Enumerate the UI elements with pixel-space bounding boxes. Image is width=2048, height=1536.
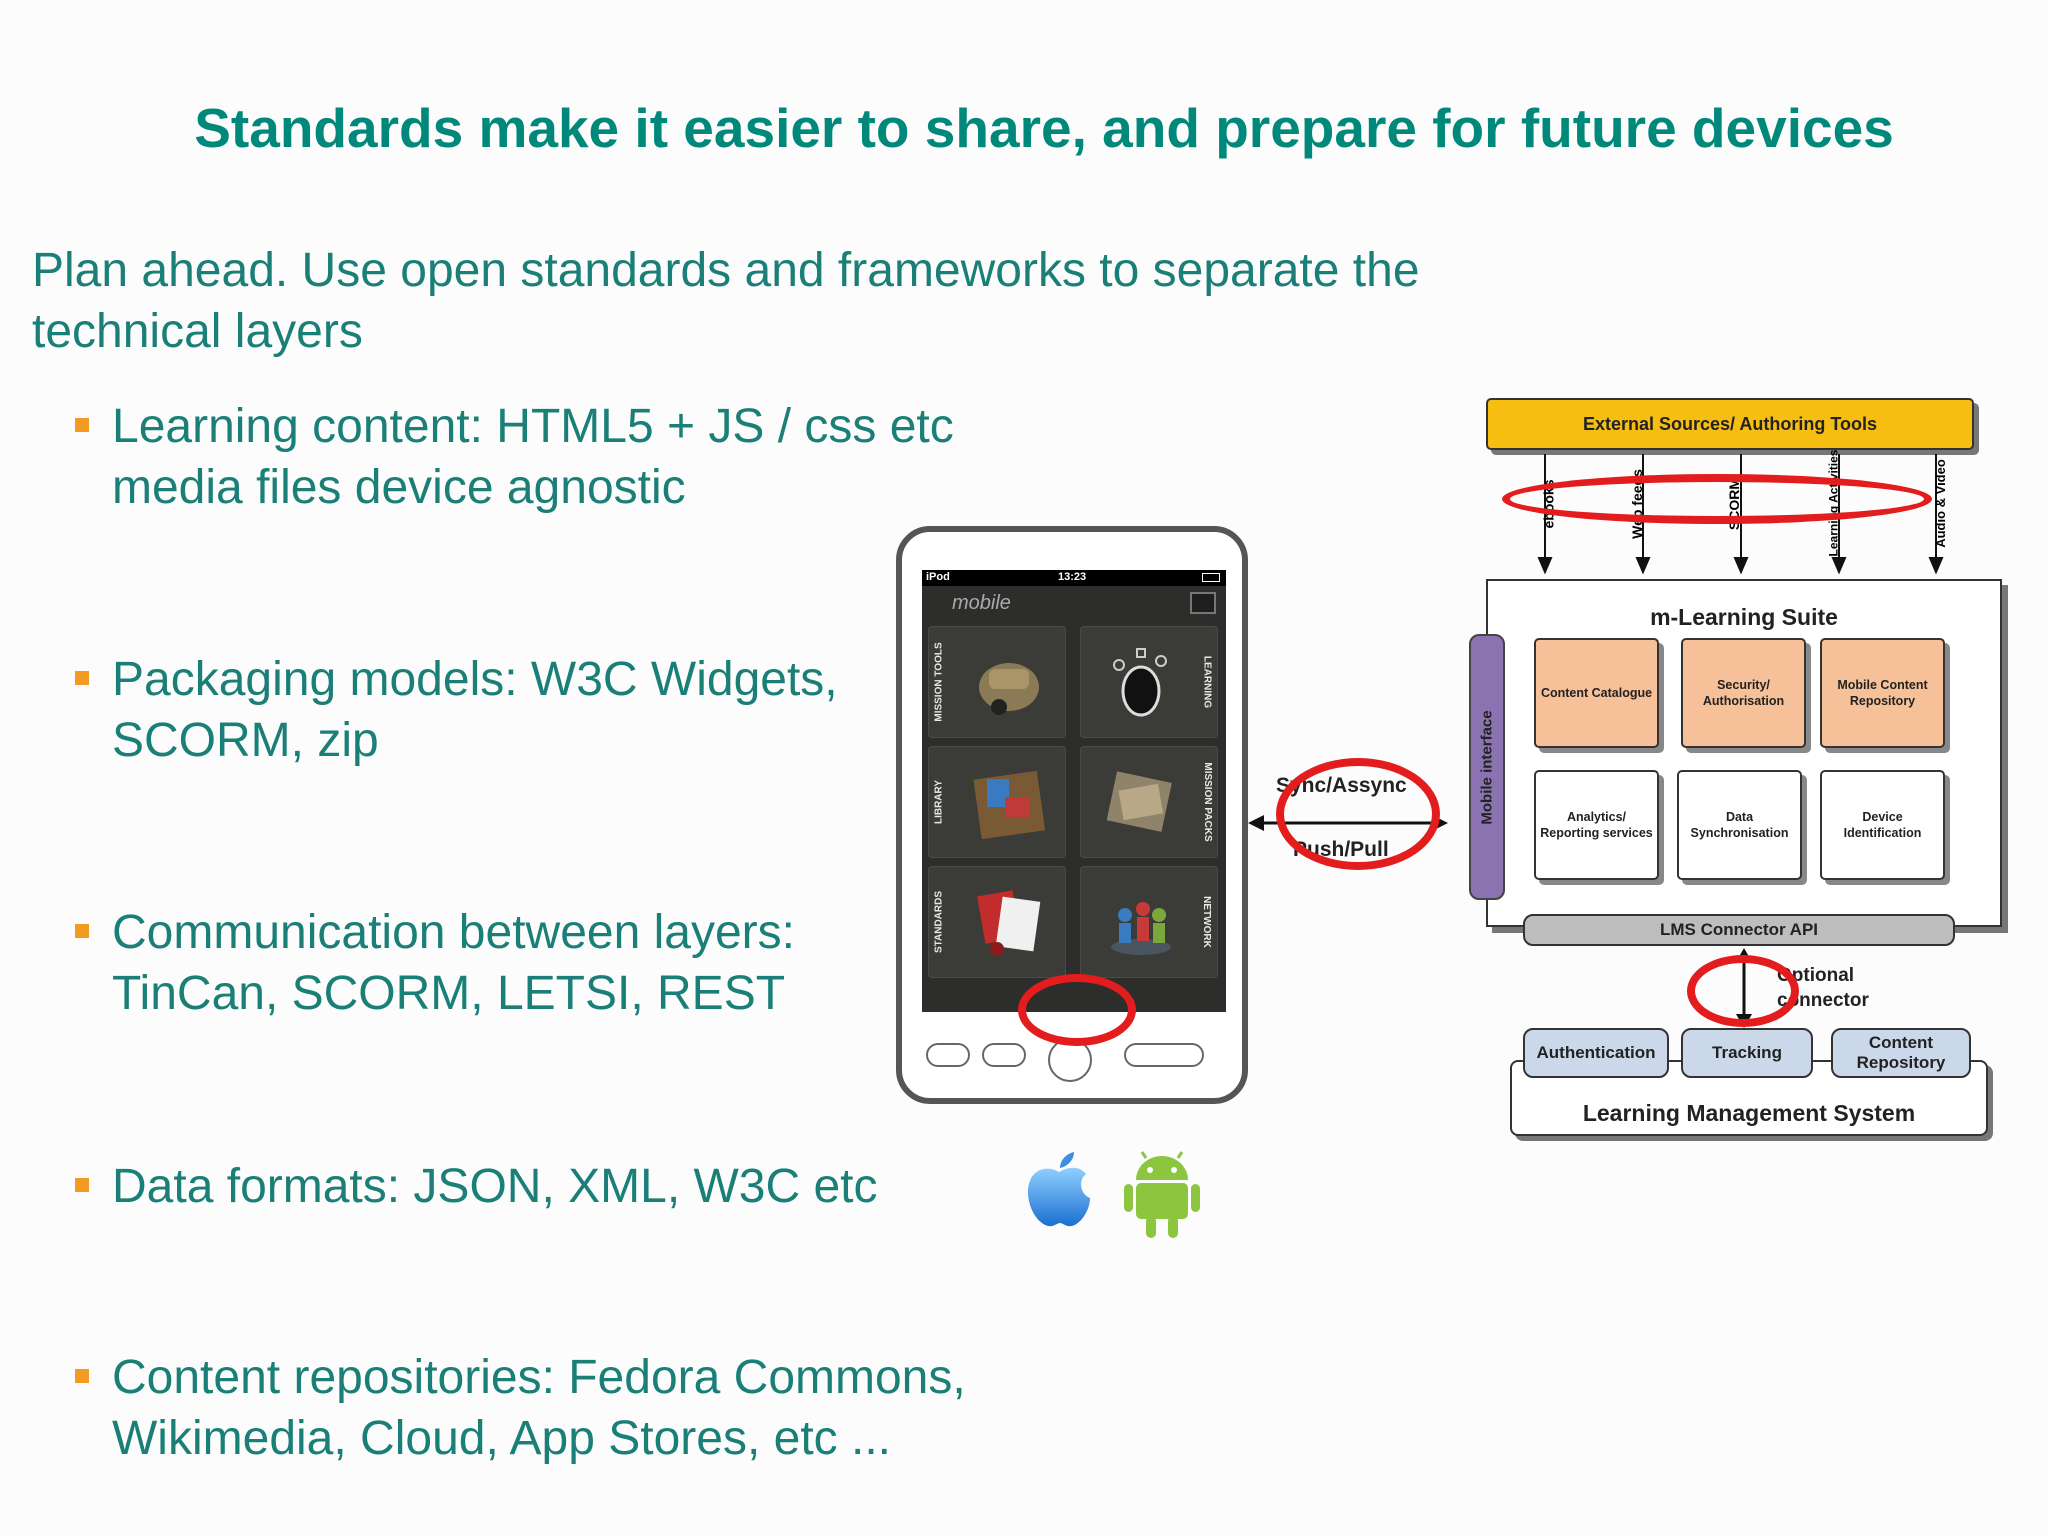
lms-authentication: Authentication — [1523, 1028, 1669, 1078]
tile-learning: LEARNING — [1080, 626, 1218, 738]
lms-connector-api: LMS Connector API — [1523, 914, 1955, 946]
lms-content-repository: Content Repository — [1831, 1028, 1971, 1078]
back-button-icon — [982, 1043, 1026, 1067]
module-analytics: Analytics/ Reporting services — [1534, 770, 1659, 880]
bullet-square-icon — [75, 1369, 89, 1383]
app-logo: mobile — [952, 592, 1011, 614]
module-device-identification: Device Identification — [1820, 770, 1945, 880]
search-button-icon — [1124, 1043, 1204, 1067]
sync-highlight-ring — [1276, 758, 1440, 870]
phone-screen: iPod 13:23 mobile MISSION TOOLS LEARNING — [922, 570, 1226, 1012]
android-logo-icon — [1124, 1151, 1200, 1238]
phone-app-bar: mobile — [922, 586, 1226, 622]
bullet-square-icon — [75, 418, 89, 432]
source-label: Audio & Video — [1932, 459, 1948, 548]
tile-library: LIBRARY — [928, 746, 1066, 858]
tile-mission-packs: MISSION PACKS — [1080, 746, 1218, 858]
external-sources-box: External Sources/ Authoring Tools — [1486, 398, 1974, 450]
tile-network: NETWORK — [1080, 866, 1218, 978]
module-content-catalogue: Content Catalogue — [1534, 638, 1659, 748]
bullet-data-formats: Data formats: JSON, XML, W3C etc — [75, 1156, 975, 1217]
library-books-icon — [973, 770, 1046, 840]
status-device-label: iPod — [926, 571, 950, 583]
standards-docs-icon — [977, 890, 1041, 956]
bullet-communication: Communication between layers: TinCan, SC… — [75, 902, 875, 1024]
module-mobile-content-repository: Mobile Content Repository — [1820, 638, 1945, 748]
lms-tracking: Tracking — [1681, 1028, 1813, 1078]
mission-packs-icon — [1106, 771, 1172, 832]
suite-title: m-Learning Suite — [1650, 604, 1838, 630]
battery-icon — [1202, 573, 1220, 582]
bullet-learning-content: Learning content: HTML5 + JS / css etc m… — [75, 396, 1035, 518]
status-clock: 13:23 — [1058, 571, 1087, 583]
bullet-content-repositories: Content repositories: Fedora Commons, Wi… — [75, 1347, 1055, 1469]
tile-standards: STANDARDS — [928, 866, 1066, 978]
bullet-square-icon — [75, 671, 89, 685]
bullet-square-icon — [75, 1178, 89, 1192]
chart-icon — [1190, 592, 1216, 614]
mobile-interface-bar: Mobile interface — [1469, 634, 1505, 900]
bullet-square-icon — [75, 924, 89, 938]
apple-logo-icon — [1028, 1152, 1090, 1227]
phone-mockup: iPod 13:23 mobile MISSION TOOLS LEARNING — [896, 526, 1248, 1104]
network-people-icon — [1111, 902, 1171, 955]
learning-head-icon — [1113, 648, 1167, 717]
bullet-packaging-models: Packaging models: W3C Widgets, SCORM, zi… — [75, 649, 955, 771]
phone-status-bar: iPod 13:23 — [922, 570, 1226, 586]
slide-subtitle: Plan ahead. Use open standards and frame… — [32, 244, 1420, 358]
tile-mission-tools: MISSION TOOLS — [928, 626, 1066, 738]
home-button-highlight-ring — [1018, 974, 1136, 1046]
optional-connector-label: Optional connector — [1777, 965, 1869, 1011]
sources-highlight-ring — [1502, 474, 1932, 524]
slide-title: Standards make it easier to share, and p… — [194, 97, 1894, 159]
backpack-icon — [979, 663, 1039, 715]
module-security: Security/ Authorisation — [1681, 638, 1806, 748]
module-data-sync: Data Synchronisation — [1677, 770, 1802, 880]
menu-button-icon — [926, 1043, 970, 1067]
connector-highlight-ring — [1687, 955, 1799, 1027]
